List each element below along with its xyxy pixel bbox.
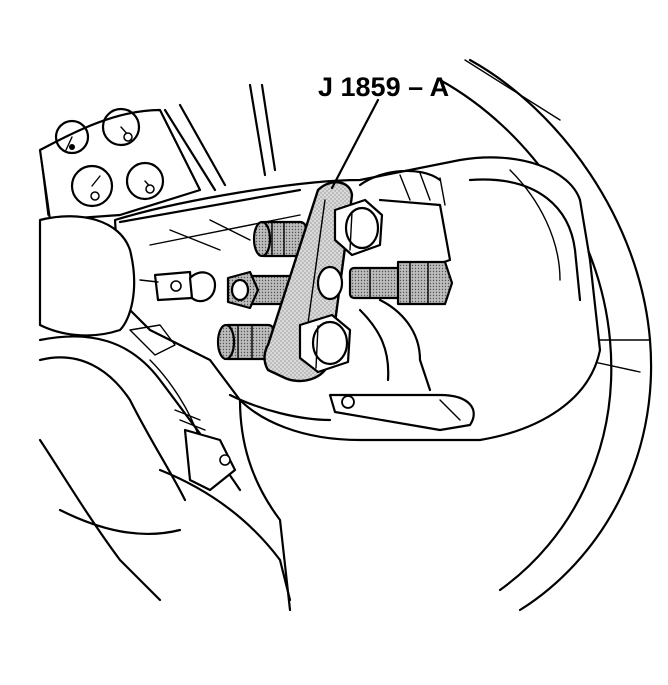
right-clip bbox=[328, 298, 475, 432]
wiring-clip bbox=[139, 270, 217, 303]
gauge-icon bbox=[70, 164, 114, 208]
callout-leader bbox=[330, 98, 380, 190]
puller-bolts bbox=[216, 220, 454, 361]
left-spoke bbox=[38, 215, 292, 602]
gauge-icon bbox=[101, 107, 141, 147]
gauge-icon bbox=[54, 119, 90, 155]
gauge-icon bbox=[125, 161, 165, 201]
puller-tool-j1859a bbox=[263, 181, 384, 383]
nut-icon bbox=[333, 198, 384, 257]
lower-bracket bbox=[174, 393, 332, 612]
tool-callout-label: J 1859 – A bbox=[318, 72, 450, 102]
nut-icon bbox=[298, 313, 352, 374]
bolt-icon bbox=[348, 260, 454, 306]
dashboard-outline bbox=[163, 59, 561, 192]
instrument-cluster bbox=[38, 107, 202, 222]
